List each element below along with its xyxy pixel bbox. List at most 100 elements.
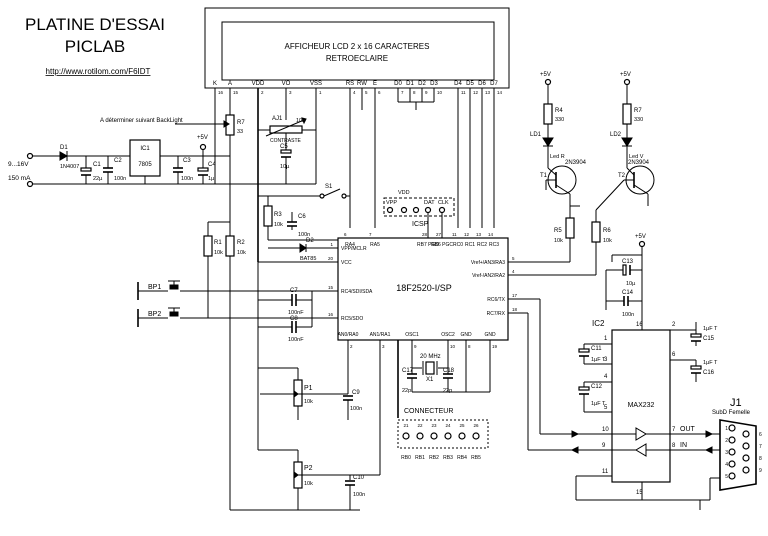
- r5-resistor: [565, 217, 575, 239]
- connector-pin-rb2: [430, 432, 438, 440]
- lcd-pin-d2-name: D2: [418, 81, 426, 87]
- bp2-ref: BP2: [148, 311, 161, 318]
- in-label: IN: [680, 442, 687, 449]
- c3-ref: C3: [183, 158, 191, 164]
- bp1-ref: BP1: [148, 284, 161, 291]
- r5-value: 10k: [554, 238, 563, 244]
- connector-pin-rb1: [416, 432, 424, 440]
- mcu-top-pin-num-6: 13: [476, 232, 482, 237]
- max232-pin-3: 3: [604, 357, 608, 363]
- mcu-left-pin-num-1: 20: [328, 256, 334, 261]
- mcu-top-pin-name-2: RB7 PGD: [417, 242, 439, 248]
- lcd-pin-d3-num: 10: [437, 90, 443, 95]
- crystal-freq: 20 MHz: [420, 354, 441, 360]
- r3-ref: R3: [274, 212, 282, 218]
- c2-ref: C2: [114, 158, 122, 164]
- c2-value: 100n: [114, 176, 126, 182]
- c5-ref: C5: [280, 144, 288, 150]
- mcu-body: [337, 237, 509, 341]
- lcd-pin-d3-name: D3: [430, 81, 438, 87]
- ic1-ref: IC1: [140, 146, 150, 152]
- r5-ref: R5: [554, 228, 562, 234]
- lcd-pin-vo-name: VO: [282, 81, 291, 87]
- lcd-pin-a-num: 15: [233, 90, 239, 95]
- mcu-bottom-pin-num-3: 10: [450, 344, 456, 349]
- c15-ref: C15: [703, 336, 715, 342]
- connector-pin-num-2: 23: [431, 423, 437, 428]
- ld1-label: Led R: [550, 154, 565, 160]
- c12-ref: C12: [591, 384, 603, 390]
- mcu-top-pin-name-5: RC1: [465, 242, 475, 248]
- r2-ref: R2: [237, 240, 245, 246]
- ld1-ref: LD1: [530, 132, 542, 138]
- lcd-pin-e-num: 6: [378, 90, 381, 95]
- r7-value: 33: [237, 129, 243, 135]
- r6-ref: R6: [603, 228, 611, 234]
- c4-ref: C4: [208, 162, 216, 168]
- c11-value: 1µF T: [591, 357, 606, 363]
- mcu-bottom-pin-name-1: AN1/RA1: [370, 332, 391, 338]
- mcu-bottom-pin-num-5: 19: [492, 344, 498, 349]
- c9-ref: C9: [352, 390, 360, 396]
- power-supply: 9...16V 150 mA D1 1N4007 C1 22µ C2 100n …: [8, 135, 258, 188]
- max232-vcc-label: +5V: [635, 234, 646, 240]
- r4-value: 330: [555, 117, 564, 123]
- lcd-pin-k-num: 16: [218, 90, 224, 95]
- icsp-pin-dat: DAT: [424, 200, 435, 206]
- title-url[interactable]: http://www.rotilom.com/F6IDT: [46, 67, 151, 76]
- icsp-pin-vdd: VDD: [398, 190, 410, 196]
- lcd-pins: K16A15VDD2VO3VSS1RS4RW5E6D07D18D29D310D4…: [213, 81, 503, 95]
- mcu-top-pin-num-4: 11: [452, 232, 457, 237]
- c6-value: 100n: [298, 232, 310, 238]
- connector-pin-name-0: RB0: [401, 455, 411, 461]
- mcu-left-pin-name-1: VCC: [341, 260, 352, 266]
- out-label: OUT: [680, 426, 696, 433]
- mcu-right-pin-name-0: Vref+/AN3/RA3: [471, 260, 505, 266]
- r6-value: 10k: [603, 238, 612, 244]
- t1-value: 2N3904: [565, 160, 587, 166]
- mcu-bottom-pin-num-2: 9: [414, 344, 417, 349]
- lcd-pin-d4-num: 11: [461, 90, 466, 95]
- c12-value: 1µF T: [591, 401, 606, 407]
- title-line1: PLATINE D'ESSAI: [25, 15, 165, 34]
- lcd-pin-d0-name: D0: [394, 81, 402, 87]
- lcd-pin-vdd-name: VDD: [252, 81, 265, 87]
- c17-ref: C17: [402, 368, 414, 374]
- c14-ref: C14: [622, 290, 634, 296]
- mcu-bottom-pin-name-3: OSC2: [441, 332, 455, 338]
- led1-vcc-label: +5V: [540, 72, 551, 78]
- input-voltage-label: 9...16V: [8, 161, 29, 168]
- j1-pin-7: [742, 442, 750, 450]
- mcu-top-pin-num-5: 12: [464, 232, 470, 237]
- lcd-pin-d6-name: D6: [478, 81, 486, 87]
- r2-resistor: [225, 235, 235, 257]
- rb-connector: CONNECTEUR 21RB022RB123RB224RB325RB426RB…: [397, 340, 489, 461]
- lcd-line2: RETROECLAIRE: [326, 54, 388, 63]
- connector-pin-name-5: RB5: [471, 455, 481, 461]
- c6-ref: C6: [298, 214, 306, 220]
- lcd-pin-d7-name: D7: [490, 81, 498, 87]
- j1-pin-label-2: 2: [725, 438, 728, 444]
- max232-pin-5: 5: [604, 405, 608, 411]
- ic1-value: 7805: [138, 162, 152, 168]
- connector-pin-num-4: 25: [459, 423, 465, 428]
- d2-ref: D2: [306, 238, 314, 244]
- lcd-pin-vdd-num: 2: [261, 90, 264, 95]
- lcd-pin-vo-num: 3: [289, 90, 292, 95]
- mcu-right-pin-num-0: 5: [512, 256, 515, 261]
- r7-ref: R7: [237, 120, 245, 126]
- j1-pin-label-5: 5: [725, 474, 728, 480]
- icsp-header: ICSP VDD VPP DAT CLK: [383, 190, 455, 238]
- r7b-value: 330: [634, 117, 643, 123]
- ld1-led: [542, 137, 554, 147]
- connector-pin-rb5: [472, 432, 480, 440]
- max232-pin-2: 2: [672, 322, 676, 328]
- r7b-resistor: [622, 103, 632, 125]
- max232-pin-1: 1: [604, 336, 608, 342]
- vcc-label-power: +5V: [197, 135, 208, 141]
- max232-pin-7: 7: [672, 427, 676, 433]
- c7-value: 100nF: [288, 310, 304, 316]
